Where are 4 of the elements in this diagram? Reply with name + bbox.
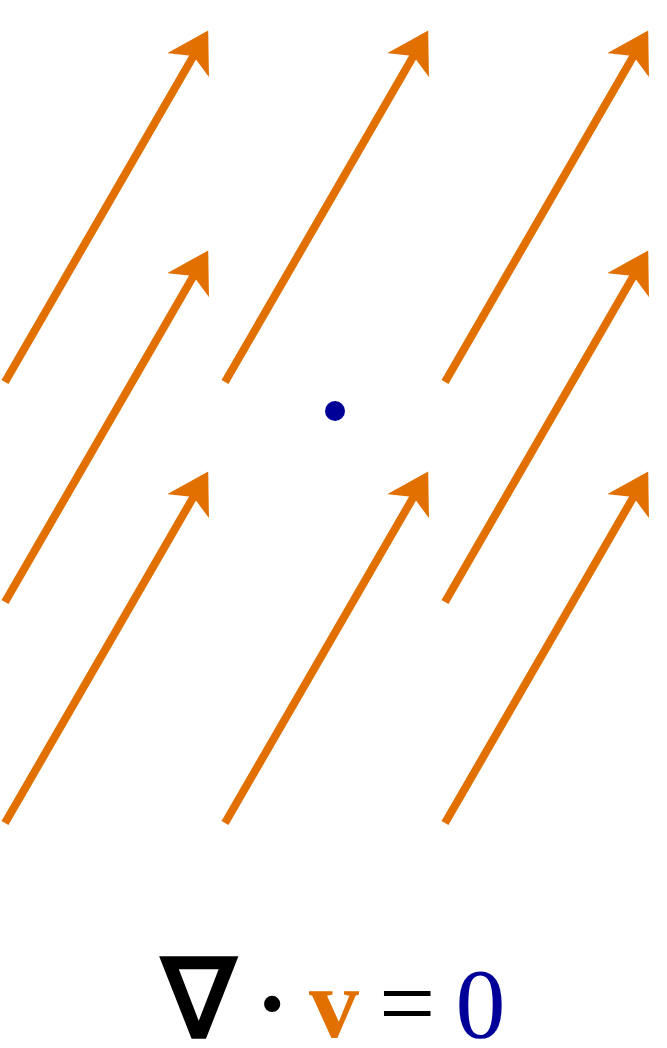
- zero-digit: 0: [455, 947, 506, 1048]
- vector-symbol: v: [308, 947, 359, 1048]
- equals-sign: =: [378, 947, 436, 1048]
- dot-operator: ·: [255, 947, 289, 1048]
